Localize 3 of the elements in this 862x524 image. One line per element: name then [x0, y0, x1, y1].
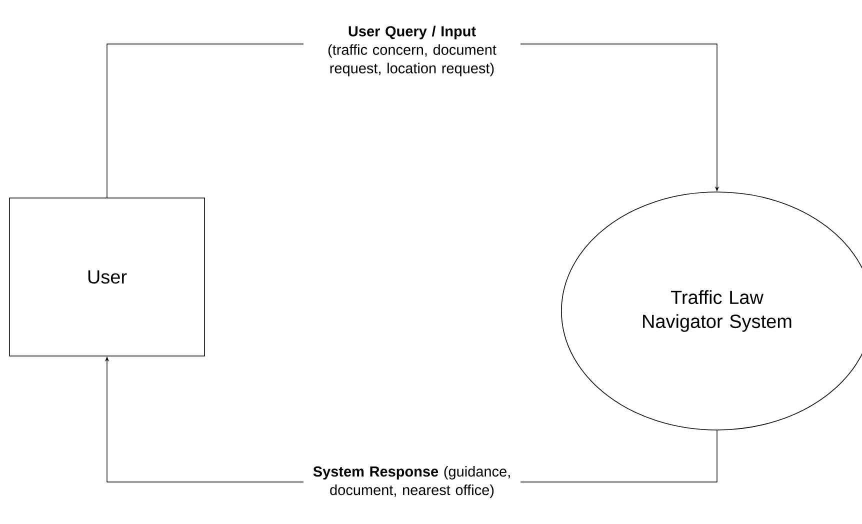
edge-label: System Response (guidance, document, nearest office) — [304, 464, 520, 500]
entity-box: User — [9, 198, 205, 356]
edge-label: User Query / Input (traffic concern, document request, location request) — [304, 24, 520, 78]
